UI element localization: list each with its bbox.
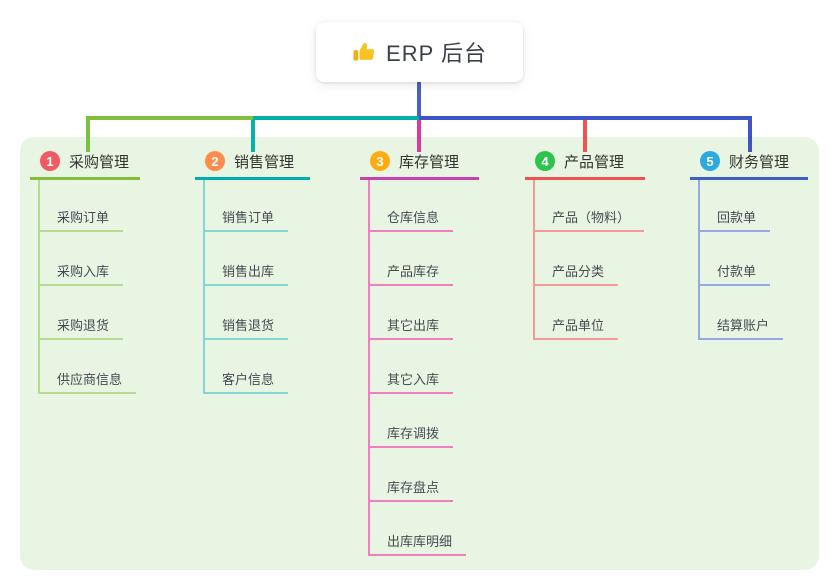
branch-item[interactable]: 销售退货	[203, 314, 289, 340]
branch-trunk-line	[533, 180, 535, 340]
branch-item[interactable]: 销售订单	[203, 206, 289, 232]
branch-label: 采购管理	[69, 153, 130, 171]
branch-underline	[690, 177, 808, 180]
branch-item[interactable]: 产品（物料）	[533, 206, 645, 232]
branch-header-5[interactable]: 5 财务管理	[700, 146, 789, 176]
branch-drop-connector	[583, 120, 587, 152]
branch-number-badge: 2	[205, 151, 225, 171]
branch-trunk-line	[38, 180, 40, 394]
connector-segment-right	[419, 116, 752, 120]
branch-label: 财务管理	[729, 153, 790, 171]
branch-item[interactable]: 回款单	[698, 206, 771, 232]
branch-item[interactable]: 其它出库	[368, 314, 454, 340]
branch-item[interactable]: 采购入库	[38, 260, 124, 286]
branch-number-badge: 3	[370, 151, 390, 171]
branch-item[interactable]: 供应商信息	[38, 368, 137, 394]
branches-panel	[20, 137, 819, 570]
connector-segment-mid	[253, 116, 419, 120]
branch-header-2[interactable]: 2 销售管理	[205, 146, 294, 176]
branch-drop-connector	[417, 120, 421, 152]
branch-item[interactable]: 结算账户	[698, 314, 784, 340]
root-title: ERP 后台	[386, 41, 487, 66]
branch-label: 销售管理	[234, 153, 295, 171]
branch-header-4[interactable]: 4 产品管理	[535, 146, 624, 176]
branch-label: 产品管理	[564, 153, 625, 171]
branch-item[interactable]: 出库库明细	[368, 530, 467, 556]
branch-underline	[525, 177, 645, 180]
branch-underline	[360, 177, 479, 180]
branch-item[interactable]: 产品单位	[533, 314, 619, 340]
branch-header-3[interactable]: 3 库存管理	[370, 146, 459, 176]
branch-item[interactable]: 采购退货	[38, 314, 124, 340]
branch-label: 库存管理	[399, 153, 460, 171]
branch-item[interactable]: 库存调拨	[368, 422, 454, 448]
root-node[interactable]: ERP 后台	[316, 22, 523, 82]
branch-item[interactable]: 仓库信息	[368, 206, 454, 232]
connector-segment-left	[86, 116, 253, 120]
branch-trunk-line	[698, 180, 700, 340]
branch-number-badge: 4	[535, 151, 555, 171]
branch-item[interactable]: 客户信息	[203, 368, 289, 394]
thumbs-up-icon	[352, 40, 376, 64]
branch-item[interactable]: 付款单	[698, 260, 771, 286]
branch-header-1[interactable]: 1 采购管理	[40, 146, 129, 176]
branch-item[interactable]: 产品库存	[368, 260, 454, 286]
root-connector-stem	[417, 82, 421, 116]
branch-number-badge: 1	[40, 151, 60, 171]
branch-drop-connector	[251, 120, 255, 152]
branch-underline	[195, 177, 310, 180]
branch-number-badge: 5	[700, 151, 720, 171]
branch-item[interactable]: 产品分类	[533, 260, 619, 286]
branch-item[interactable]: 其它入库	[368, 368, 454, 394]
branch-item[interactable]: 采购订单	[38, 206, 124, 232]
branch-trunk-line	[203, 180, 205, 394]
branch-drop-connector	[86, 120, 90, 152]
branch-underline	[30, 177, 140, 180]
branch-trunk-line	[368, 180, 370, 556]
branch-drop-connector	[748, 116, 752, 152]
branch-item[interactable]: 销售出库	[203, 260, 289, 286]
branch-item[interactable]: 库存盘点	[368, 476, 454, 502]
